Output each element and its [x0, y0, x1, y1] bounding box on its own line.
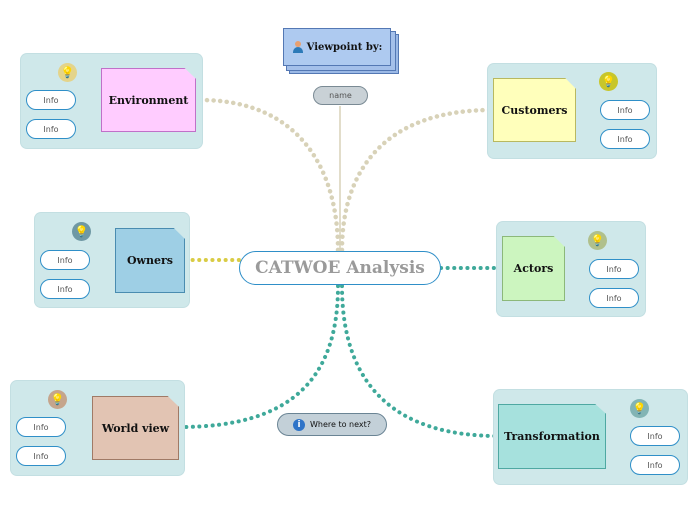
- worldview-info-button-1[interactable]: Info: [16, 417, 66, 437]
- lightbulb-icon[interactable]: 💡: [599, 72, 618, 91]
- environment-info-button-1[interactable]: Info: [26, 90, 76, 110]
- worldview-info-button-2[interactable]: Info: [16, 446, 66, 466]
- actors-info-button-1[interactable]: Info: [589, 259, 639, 279]
- lightbulb-icon[interactable]: 💡: [588, 231, 607, 250]
- actors-node[interactable]: Actors: [502, 236, 565, 301]
- lightbulb-icon[interactable]: 💡: [72, 222, 91, 241]
- environment-info-button-2[interactable]: Info: [26, 119, 76, 139]
- actors-info-button-2[interactable]: Info: [589, 288, 639, 308]
- viewpoint-title: Viewpoint by:: [306, 41, 383, 53]
- transformation-info-button-1[interactable]: Info: [630, 426, 680, 446]
- central-topic[interactable]: CATWOE Analysis: [239, 251, 441, 285]
- worldview-node[interactable]: World view: [92, 396, 179, 460]
- person-icon: [292, 41, 304, 53]
- lightbulb-icon[interactable]: 💡: [58, 63, 77, 82]
- environment-node[interactable]: Environment: [101, 68, 196, 132]
- owners-info-button-2[interactable]: Info: [40, 279, 90, 299]
- customers-info-button-2[interactable]: Info: [600, 129, 650, 149]
- where-next-label: Where to next?: [309, 420, 372, 429]
- owners-info-button-1[interactable]: Info: [40, 250, 90, 270]
- link-environment: [197, 97, 341, 253]
- lightbulb-icon[interactable]: 💡: [630, 399, 649, 418]
- transformation-node[interactable]: Transformation: [498, 404, 606, 469]
- link-worldview: [178, 284, 340, 429]
- owners-node[interactable]: Owners: [115, 228, 185, 293]
- viewpoint-box[interactable]: Viewpoint by:: [283, 28, 399, 74]
- transformation-info-button-2[interactable]: Info: [630, 455, 680, 475]
- lightbulb-icon[interactable]: 💡: [48, 390, 67, 409]
- link-transformation: [340, 284, 500, 438]
- where-next-button[interactable]: i Where to next?: [277, 413, 387, 436]
- info-icon: i: [292, 418, 305, 431]
- customers-node[interactable]: Customers: [493, 78, 576, 142]
- viewpoint-name-field[interactable]: name: [313, 86, 368, 105]
- link-customers: [339, 107, 495, 253]
- customers-info-button-1[interactable]: Info: [600, 100, 650, 120]
